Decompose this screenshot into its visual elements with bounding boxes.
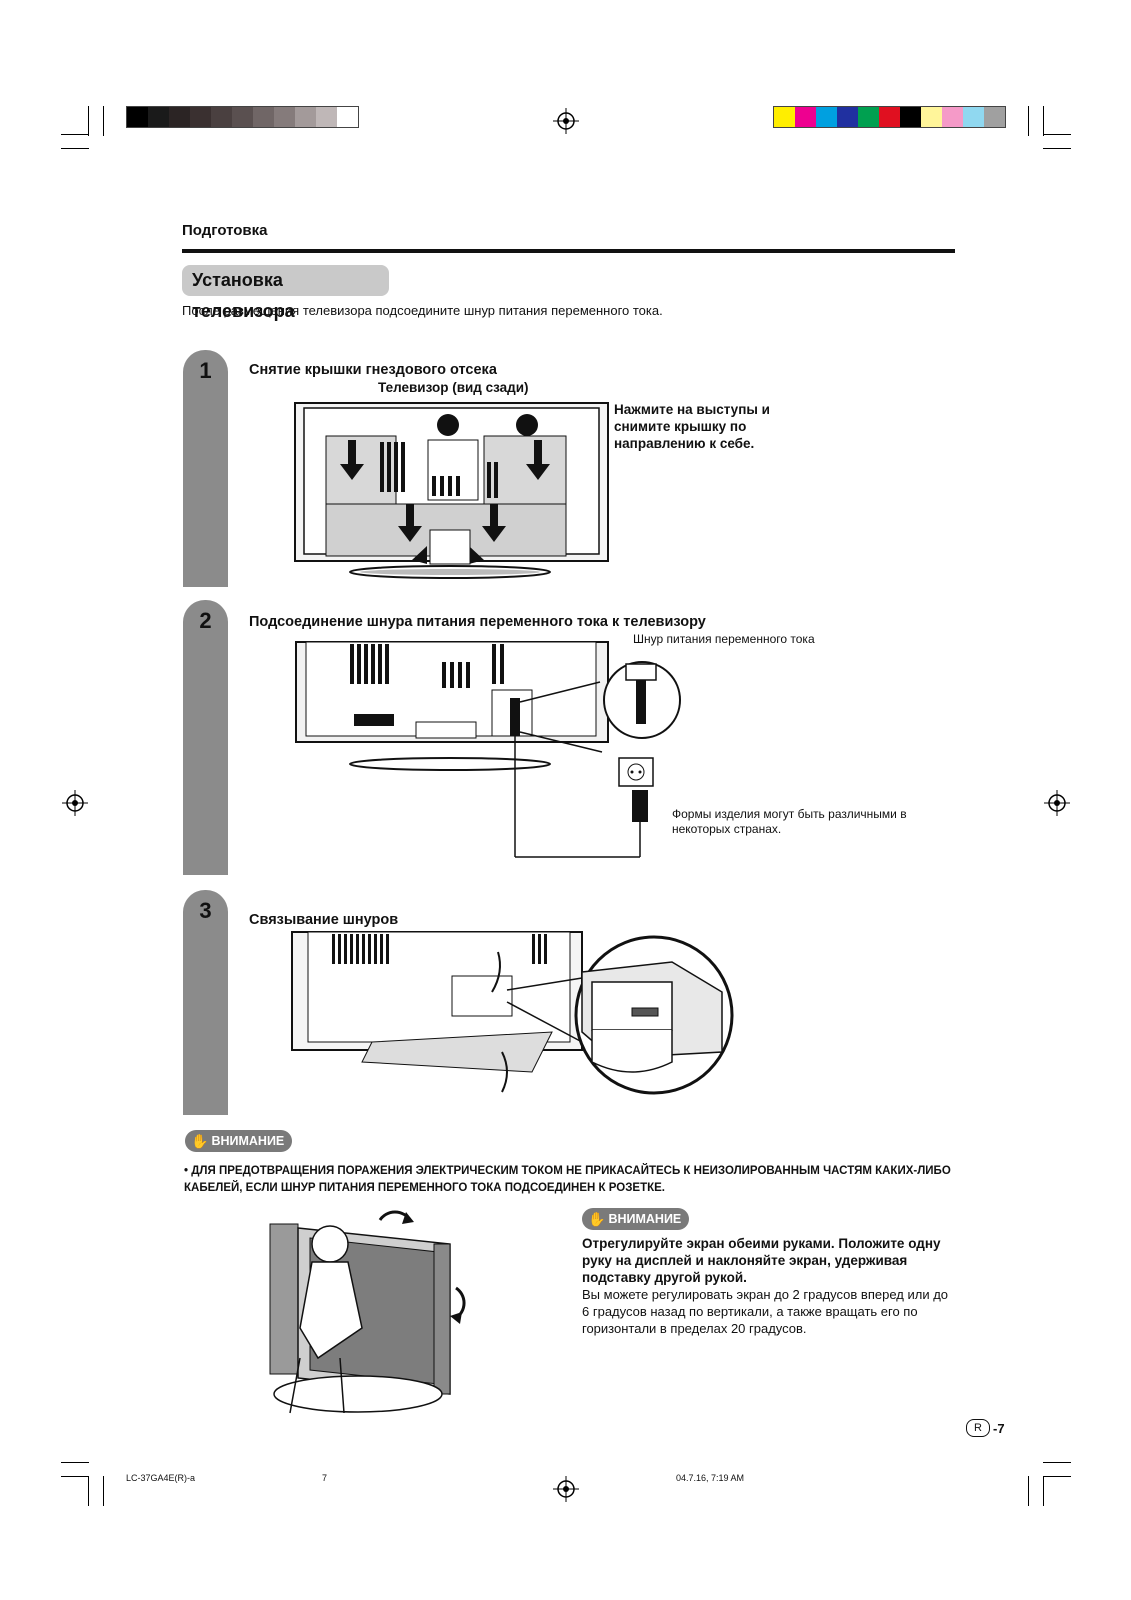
step-1-bar: 1 [183, 350, 228, 587]
calibration-swatch [232, 107, 253, 127]
tv-power-cord-illustration [295, 641, 681, 858]
plug-note: Формы изделия могут быть различными в не… [672, 807, 907, 836]
cord-label: Шнур питания переменного тока [633, 632, 815, 646]
step-2-bar: 2 [183, 600, 228, 875]
crop-mark [1043, 134, 1071, 135]
calibration-swatch [127, 107, 148, 127]
calibration-swatch [774, 107, 795, 127]
crop-mark [61, 148, 89, 149]
cable-binding-illustration [291, 931, 734, 1095]
footer-model: LC-37GA4E(R)-a [126, 1473, 196, 1483]
figure-caption: Телевизор (вид сзади) [378, 380, 529, 395]
warning-text: • ДЛЯ ПРЕДОТВРАЩЕНИЯ ПОРАЖЕНИЯ ЭЛЕКТРИЧЕ… [184, 1163, 954, 1197]
calibration-swatch [295, 107, 316, 127]
crop-mark [88, 106, 89, 136]
caution-bold: Отрегулируйте экран обеими руками. Полож… [582, 1236, 941, 1285]
crop-mark [103, 1476, 104, 1506]
warning-badge: ✋ ВНИМАНИЕ [185, 1130, 293, 1152]
calibration-swatch [337, 107, 358, 127]
step-3-bar: 3 [183, 890, 228, 1115]
crop-mark [1043, 1476, 1044, 1506]
step-number: 2 [199, 608, 212, 633]
footer-page: 7 [322, 1473, 328, 1483]
tv-rear-view-illustration [294, 402, 609, 579]
calibration-swatch [253, 107, 274, 127]
crop-mark [1028, 106, 1029, 136]
section-label: Подготовка [182, 222, 268, 239]
calibration-swatch [148, 107, 169, 127]
calibration-swatch [900, 107, 921, 127]
caution-label: ВНИМАНИЕ [608, 1212, 682, 1226]
header-rule [182, 249, 955, 253]
calibration-swatch [921, 107, 942, 127]
step-1-title: Снятие крышки гнездового отсека [249, 362, 497, 378]
step-number: 3 [199, 898, 212, 923]
crop-mark [1043, 148, 1071, 149]
caution-body: Вы можете регулировать экран до 2 градус… [582, 1287, 949, 1336]
registration-target-icon [553, 1476, 579, 1502]
registration-target-icon [1044, 790, 1070, 816]
hand-warning-icon: ✋ [191, 1133, 209, 1149]
calibration-swatch [190, 107, 211, 127]
calibration-swatch [816, 107, 837, 127]
crop-mark [103, 106, 104, 136]
calibration-swatch [316, 107, 337, 127]
intro-text: После размещения телевизора подсоедините… [182, 303, 663, 318]
caution-badge: ✋ ВНИМАНИЕ [582, 1208, 690, 1230]
page-number-value: -7 [993, 1420, 1005, 1436]
calibration-swatch [984, 107, 1005, 127]
crop-mark [1043, 106, 1044, 136]
calibration-swatch [795, 107, 816, 127]
crop-mark [61, 134, 89, 135]
bullet-icon: • [184, 1165, 192, 1177]
crop-mark [88, 1476, 89, 1506]
warning-label: ВНИМАНИЕ [211, 1134, 285, 1148]
crop-mark [61, 1476, 89, 1477]
crop-mark [1043, 1476, 1071, 1477]
grayscale-calibration-bar [126, 106, 359, 128]
footer-timestamp: 04.7.16, 7:19 AM [676, 1473, 745, 1483]
crop-mark [61, 1462, 89, 1463]
page-number: R -7 [966, 1419, 1005, 1437]
calibration-swatch [879, 107, 900, 127]
color-calibration-bar [773, 106, 1006, 128]
registration-target-icon [553, 108, 579, 134]
warning-message: ДЛЯ ПРЕДОТВРАЩЕНИЯ ПОРАЖЕНИЯ ЭЛЕКТРИЧЕСК… [184, 1165, 951, 1194]
calibration-swatch [858, 107, 879, 127]
page-title: Установка телевизора [182, 265, 389, 321]
calibration-swatch [963, 107, 984, 127]
caution-text: Отрегулируйте экран обеими руками. Полож… [582, 1235, 952, 1337]
calibration-swatch [837, 107, 858, 127]
registration-target-icon [62, 790, 88, 816]
calibration-swatch [211, 107, 232, 127]
calibration-swatch [169, 107, 190, 127]
region-badge: R [966, 1419, 990, 1437]
step-number: 1 [199, 358, 212, 383]
screen-adjustment-illustration [269, 1210, 466, 1414]
crop-mark [1028, 1476, 1029, 1506]
step-3-title: Связывание шнуров [249, 912, 399, 928]
crop-mark [1043, 1462, 1071, 1463]
step-1-instruction: Нажмите на выступы и снимите крышку по н… [614, 402, 770, 451]
step-2-title: Подсоединение шнура питания переменного … [249, 614, 706, 630]
calibration-swatch [942, 107, 963, 127]
hand-warning-icon: ✋ [588, 1211, 606, 1227]
calibration-swatch [274, 107, 295, 127]
